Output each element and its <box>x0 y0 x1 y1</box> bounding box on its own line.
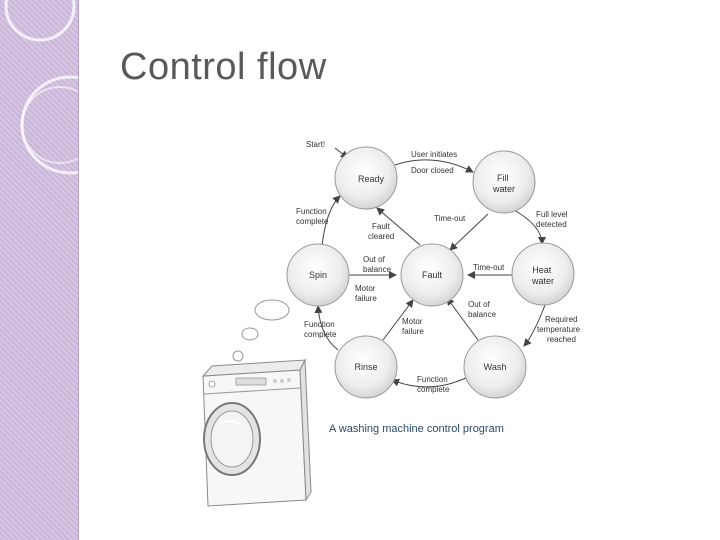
label-fault-cleared: Fault cleared <box>368 222 394 241</box>
edge-fill-to-fault <box>449 213 489 251</box>
state-node-fill-water: Fill water <box>472 150 536 214</box>
label-required-temp: Required temperature reached <box>537 315 582 344</box>
label-start: Start! <box>306 140 325 149</box>
state-label-heat-water: Heat water <box>531 265 554 286</box>
state-label-wash: Wash <box>484 362 507 372</box>
edge-labels: Start! User initiates Door closed Functi… <box>296 140 582 394</box>
edge-rinse-to-spin <box>314 305 339 351</box>
edge-fault-to-ready <box>376 207 421 246</box>
edge-heat-to-wash <box>523 304 546 347</box>
label-motor-failure-rinse: Motor failure <box>402 317 425 336</box>
band-circles-decor <box>4 0 78 175</box>
left-decor-band <box>0 0 79 540</box>
state-label-fault: Fault <box>422 270 443 280</box>
diagram-caption: A washing machine control program <box>329 423 504 435</box>
state-node-spin: Spin <box>286 243 350 307</box>
edge-spin-to-ready <box>321 195 341 247</box>
label-full-level: Full level detected <box>536 210 570 229</box>
state-label-fill-water-line2: water <box>492 184 515 194</box>
label-motor-failure-spin: Motor failure <box>355 284 378 303</box>
state-node-heat-water: Heat water <box>511 242 575 306</box>
thought-bubble-icon <box>232 299 290 362</box>
diagram-edges <box>314 147 546 388</box>
label-function-complete-wash: Function complete <box>417 375 450 394</box>
state-node-ready: Ready <box>334 146 398 210</box>
state-label-ready: Ready <box>358 174 385 184</box>
washing-machine-icon <box>201 358 312 507</box>
edge-wash-to-rinse <box>391 374 473 388</box>
label-function-complete-rinse: Function complete <box>304 320 337 339</box>
state-node-fault: Fault <box>400 243 464 307</box>
state-label-rinse: Rinse <box>354 362 377 372</box>
edge-rinse-to-fault <box>382 299 414 341</box>
label-timeout-fill: Time-out <box>434 214 466 223</box>
state-label-spin: Spin <box>309 270 327 280</box>
edge-fill-to-heat <box>513 209 546 245</box>
state-node-rinse: Rinse <box>334 335 398 399</box>
state-label-fill-water: Fill water <box>492 173 515 194</box>
label-out-of-balance-wash: Out of balance <box>468 300 497 319</box>
label-out-of-balance-spin: Out of balance <box>363 255 392 274</box>
slide-title: Control flow <box>120 46 327 88</box>
label-timeout-heat: Time-out <box>473 263 505 272</box>
state-label-fill-water-line1: Fill <box>497 173 509 183</box>
edge-wash-to-fault <box>446 297 479 341</box>
label-user-initiates: User initiates <box>411 150 457 159</box>
edge-ready-to-fill <box>386 159 474 173</box>
label-function-complete-spin: Function complete <box>296 207 329 226</box>
state-node-wash: Wash <box>463 335 527 399</box>
label-door-closed: Door closed <box>411 166 454 175</box>
